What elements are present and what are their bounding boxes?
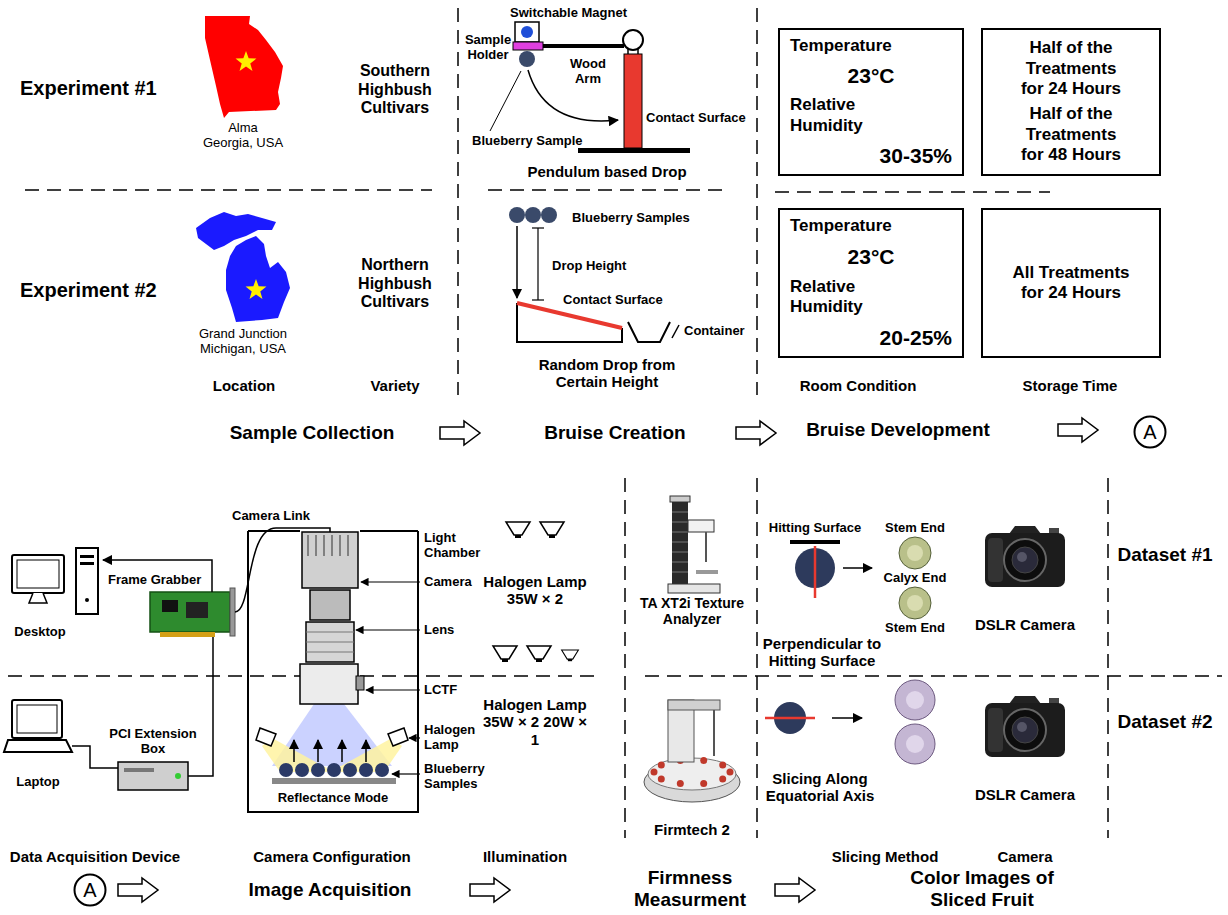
box-text: A [83,880,96,900]
connector-circle: A [73,873,107,907]
equipment-name: Halogen Lamp 35W × 2 [480,573,590,608]
box-text: 30-35% [880,143,952,168]
equipment-name: DSLR Camera [975,616,1075,633]
box-text: Relative Humidity [790,277,890,318]
part-label: Calyx End [884,571,947,586]
circle-shape [75,875,106,906]
georgia-map [205,16,283,118]
part-label: Camera Link [232,509,310,524]
storage-box: All Treatments for 24 Hours [981,208,1161,358]
box-text: Temperature [790,36,892,56]
part-label: Frame Grabber [108,573,201,588]
box-text: Half of the Treatments for 24 Hours [1014,38,1128,99]
dslr-camera [985,526,1065,757]
box-text: A [1143,422,1156,442]
connector-circle: A [1133,415,1167,449]
variety-name: Northern Highbush Cultivars [345,256,445,311]
column-heading: Camera Configuration [253,848,411,865]
row-heading: Experiment #1 [20,77,157,100]
part-label: Contact Surface [646,111,746,126]
method-name: Perpendicular to Hitting Surface [762,635,883,670]
part-label: Light Chamber [424,531,484,561]
part-label: Switchable Magnet [510,6,627,21]
part-label: Camera [424,575,472,590]
place-name: Grand Junction Michigan, USA [193,327,293,357]
dashed-divider [8,8,1222,838]
firmtech-device [644,700,740,802]
box-text: 20-25% [880,325,952,350]
part-label: Drop Height [552,259,626,274]
column-heading: Storage Time [1023,377,1118,394]
column-heading: Illumination [483,848,567,865]
texture-analyzer [668,496,720,593]
part-label: Hitting Surface [769,521,861,536]
part-label: Blueberry Sample [472,134,583,149]
column-heading: Slicing Method [832,848,939,865]
stage-name: Sample Collection [230,422,395,444]
part-label: Contact Surface [563,293,663,308]
camera-setup [248,531,420,812]
stage-name: Bruise Development [806,419,990,441]
stage-name: Bruise Creation [544,422,685,444]
part-label: Reflectance Mode [278,791,389,806]
part-label: Halogen Lamp [424,723,484,753]
method-name: Pendulum based Drop [527,163,686,180]
stage-name: Firmness Measurment [628,867,753,911]
laptop-computer [4,700,72,752]
part-label: Wood Arm [567,57,609,87]
row-heading: Dataset #2 [1117,711,1212,733]
place-name: Alma Georgia, USA [202,121,284,151]
part-label: Blueberry Samples [424,762,499,792]
box-text: 23°C [848,63,895,88]
column-heading: Location [213,377,276,394]
stage-name: Color Images of Sliced Fruit [905,867,1060,911]
slicing-equatorial [765,680,935,764]
column-heading: Camera [997,848,1052,865]
part-label: Stem End [885,521,945,536]
part-label: Container [684,324,745,339]
column-heading: Variety [370,377,419,394]
michigan-map [196,212,290,322]
part-label: Lens [424,623,454,638]
part-label: Sample Holder [463,33,513,63]
condition-box: Temperature 23°C Relative Humidity 30-35% [778,28,964,176]
box-text: Relative Humidity [790,95,890,136]
method-name: Slicing Along Equatorial Axis [763,770,878,805]
stage-name: Image Acquisition [249,879,412,901]
stage-arrow [118,418,1098,902]
part-label: Stem End [885,621,945,636]
row-heading: Dataset #1 [1117,544,1212,566]
pci-box [118,762,188,790]
circle-shape [1135,417,1166,448]
row-heading: Experiment #2 [20,279,157,302]
box-text: Half of the Treatments for 48 Hours [1014,104,1128,165]
part-label: PCI Extension Box [107,727,199,757]
box-text: 23°C [848,244,895,269]
desktop-computer [12,548,98,614]
equipment-name: TA XT2i Texture Analyzer [632,595,752,627]
condition-box: Temperature 23°C Relative Humidity 20-25% [778,208,964,358]
column-heading: Room Condition [800,377,917,394]
equipment-name: Firmtech 2 [654,821,730,838]
part-label: Desktop [14,625,65,640]
box-text: Temperature [790,216,892,236]
column-heading: Data Acquisition Device [10,848,180,865]
equipment-name: DSLR Camera [975,786,1075,803]
variety-name: Southern Highbush Cultivars [345,62,445,117]
part-label: Laptop [16,775,59,790]
method-name: Random Drop from Certain Height [532,356,682,391]
part-label: LCTF [424,683,457,698]
random-drop [509,207,679,342]
part-label: Blueberry Samples [572,211,690,226]
equipment-name: Halogen Lamp 35W × 2 20W × 1 [480,696,590,748]
box-text: All Treatments for 24 Hours [1005,263,1137,304]
storage-box: Half of the Treatments for 24 HoursHalf … [981,28,1161,176]
frame-grabber [150,588,235,637]
